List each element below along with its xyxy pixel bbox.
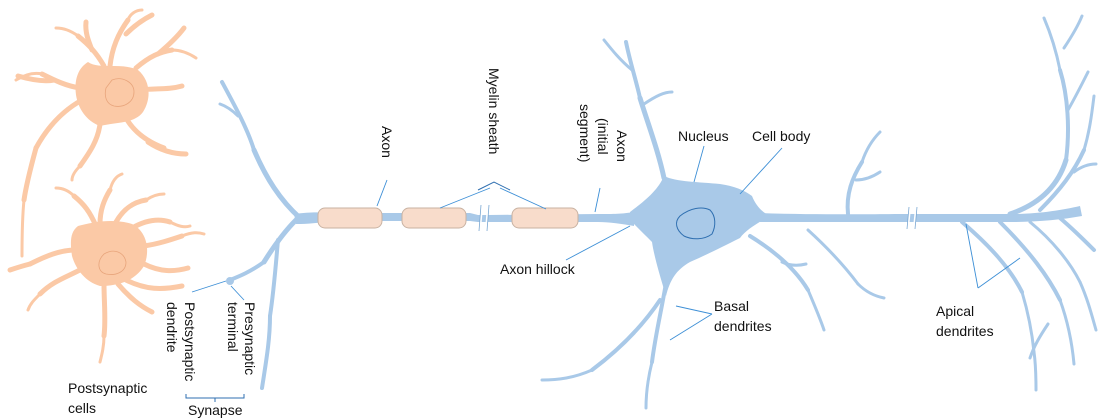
presynaptic-leader (231, 286, 244, 300)
label-axon: Axon (379, 126, 395, 158)
label-postsynaptic-dendrite-line-2: dendrite (164, 302, 180, 353)
axon-leader (377, 180, 387, 206)
label-axon-initial-line-1: Axon (614, 130, 630, 162)
label-synapse: Synapse (188, 402, 243, 418)
presynaptic-bouton (226, 277, 234, 285)
label-basal-line-2: dendrites (714, 318, 772, 334)
leader-lines (192, 146, 1020, 340)
label-cell-body: Cell body (752, 128, 810, 144)
synapse-brace (186, 394, 244, 402)
label-postsynaptic-dendrite-line-1: Postsynaptic (182, 302, 198, 381)
label-axon-initial-line-3: segment) (577, 104, 593, 162)
myelin-segment-2 (402, 208, 466, 228)
initial-segment-leader (595, 188, 600, 212)
basal-leader-a (676, 306, 712, 314)
myelin-segment-1 (318, 208, 382, 228)
label-axon-hillock: Axon hillock (500, 261, 576, 277)
label-apical-line-1: Apical (936, 303, 974, 319)
label-presynaptic-line-2: terminal (225, 302, 241, 352)
label-postsynaptic-cells-line-1: Postsynaptic (68, 380, 147, 396)
label-nucleus: Nucleus (678, 128, 729, 144)
myelin-segment-3 (512, 208, 578, 228)
basal-leader-b (670, 314, 712, 340)
myelin-brace (478, 182, 510, 190)
apical-trunk (760, 206, 1082, 222)
label-myelin-sheath: Myelin sheath (486, 68, 502, 154)
nucleus-leader (694, 146, 704, 182)
myelin-leader-left (440, 188, 490, 208)
label-apical-line-2: dendrites (936, 323, 994, 339)
myelin-segments (318, 208, 578, 228)
label-presynaptic-line-1: Presynaptic (242, 302, 258, 375)
axon-hillock-leader (566, 226, 630, 260)
myelin-leader-right (500, 188, 546, 209)
label-postsynaptic-cells-line-2: cells (68, 400, 96, 416)
apical-leader-b (978, 258, 1020, 288)
postsynaptic-dendrite-leader (192, 281, 226, 292)
label-basal-line-1: Basal (714, 298, 749, 314)
cell-body-leader (740, 148, 782, 194)
label-axon-initial-line-2: (initial (595, 118, 611, 155)
